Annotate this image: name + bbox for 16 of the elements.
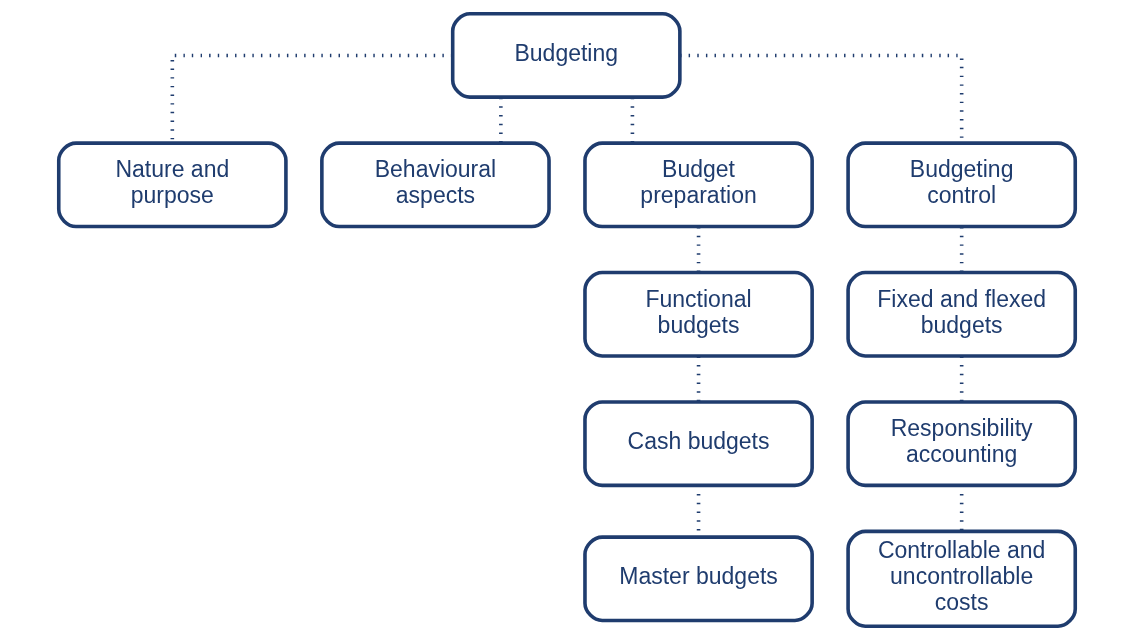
node-box: Functional budgets [583, 270, 814, 358]
node-box: Budgeting control [846, 141, 1078, 229]
connector [959, 227, 964, 273]
node-box: Master budgets [583, 535, 814, 623]
node-box: Responsibility accounting [846, 400, 1078, 488]
connector [696, 356, 701, 402]
connector [630, 97, 635, 143]
node-box: Budget preparation [583, 141, 814, 229]
node-box: Behavioural aspects [320, 141, 551, 229]
node-box: Cash budgets [583, 400, 814, 488]
node-box: Budgeting [450, 11, 682, 99]
node-box: Nature and purpose [56, 141, 288, 229]
node-box: Fixed and flexed budgets [846, 270, 1078, 358]
node-box: Controllable and uncontrollable costs [846, 529, 1078, 629]
connector [959, 356, 964, 402]
connector [696, 227, 701, 273]
